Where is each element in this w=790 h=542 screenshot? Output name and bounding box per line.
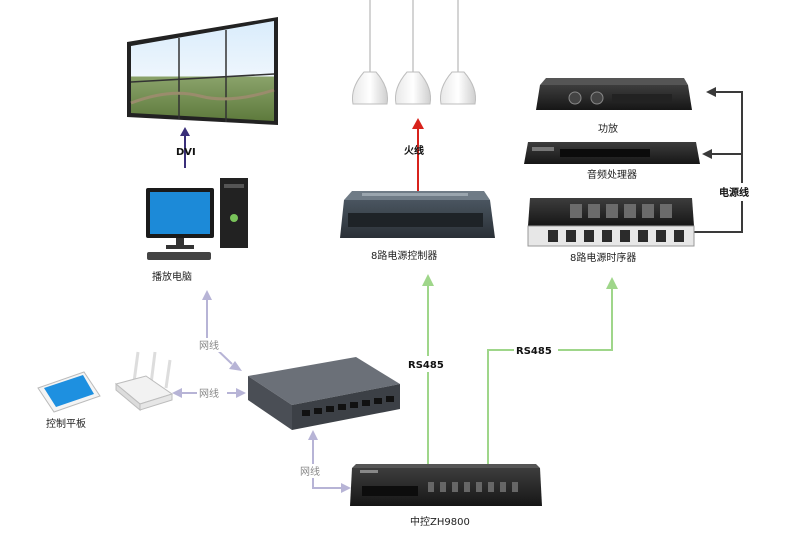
power-cable-label: 电源线	[719, 186, 749, 199]
control-tablet: 控制平板	[37, 371, 101, 430]
network-label-router: 网线	[199, 387, 219, 400]
pc-label: 播放电脑	[152, 270, 192, 283]
playback-pc: 播放电脑	[146, 178, 248, 283]
network-label-control: 网线	[300, 465, 320, 478]
dvi-label: DVI	[176, 147, 196, 158]
network-switch	[248, 357, 400, 430]
live-wire-connection: 火线	[404, 118, 424, 193]
rs485-label-right: RS485	[516, 346, 552, 357]
network-switch-control: 网线	[298, 430, 351, 493]
power-cable-connection: 电源线	[694, 87, 768, 233]
rs485-sequencer-connection: RS485	[487, 277, 618, 465]
central-control-label: 中控ZH9800	[410, 515, 470, 528]
network-pc-switch: 网线	[197, 290, 242, 371]
live-wire-label: 火线	[404, 144, 424, 157]
video-wall	[127, 17, 278, 125]
audio-processor: 音频处理器	[524, 142, 700, 181]
sequencer-label: 8路电源时序器	[570, 251, 636, 264]
network-label-pc: 网线	[199, 339, 219, 352]
power-controller-label: 8路电源控制器	[371, 249, 437, 262]
amplifier-label: 功放	[598, 122, 618, 135]
power-sequencer: 8路电源时序器	[527, 198, 695, 264]
tablet-label: 控制平板	[46, 417, 86, 430]
central-control: 中控ZH9800	[350, 464, 542, 528]
audio-processor-label: 音频处理器	[587, 168, 637, 181]
wifi-router	[114, 351, 174, 412]
rs485-label-left: RS485	[408, 360, 444, 371]
power-controller: 8路电源控制器	[340, 191, 495, 262]
amplifier: 功放	[536, 78, 692, 135]
pendant-lamps	[352, 0, 476, 105]
rs485-controller-connection: RS485	[406, 274, 450, 465]
dvi-connection: DVI	[176, 127, 196, 168]
network-router-switch: 网线	[172, 386, 246, 400]
